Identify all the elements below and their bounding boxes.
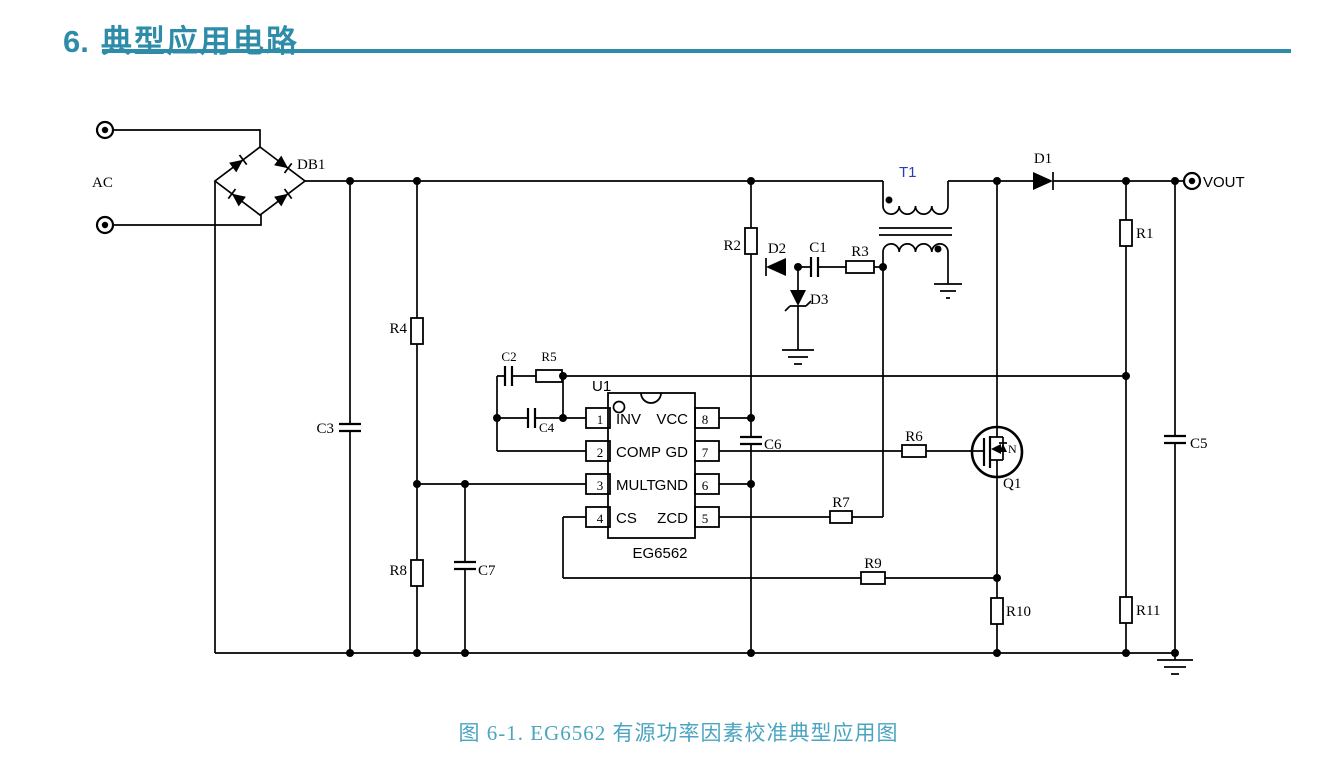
resistor-r6: R6 bbox=[901, 429, 927, 458]
capacitor-c4 bbox=[526, 408, 537, 428]
c7-label: C7 bbox=[478, 563, 496, 579]
pin-name-inv: INV bbox=[616, 411, 641, 428]
transformer-t1: T1 bbox=[879, 164, 962, 299]
ac-terminal-bottom bbox=[95, 215, 115, 235]
resistor-r11: R11 bbox=[1119, 596, 1160, 624]
pin-num-8: 8 bbox=[702, 412, 709, 427]
db1-label: DB1 bbox=[297, 157, 325, 173]
pin-num-7: 7 bbox=[702, 445, 709, 460]
t1-label: T1 bbox=[899, 164, 917, 181]
bridge-rectifier-db1: DB1 bbox=[213, 145, 325, 217]
pin-name-gnd: GND bbox=[655, 477, 689, 494]
diode-d2: D2 bbox=[765, 241, 786, 276]
section-title: 典型应用电路 bbox=[100, 24, 299, 59]
pin-num-3: 3 bbox=[597, 478, 604, 493]
d1-label: D1 bbox=[1034, 151, 1052, 167]
r2-label: R2 bbox=[723, 238, 741, 254]
resistor-r4: R4 bbox=[389, 317, 424, 345]
pin-num-1: 1 bbox=[597, 412, 604, 427]
r3-label: R3 bbox=[851, 244, 869, 260]
ic-notch bbox=[640, 392, 662, 404]
c4-label: C4 bbox=[539, 420, 555, 435]
ic-u1: U1 EG6562 1 2 3 4 8 7 6 5 INV COMP MULT … bbox=[585, 378, 720, 562]
r11-label: R11 bbox=[1136, 603, 1160, 619]
ac-input: AC bbox=[92, 120, 115, 235]
resistor-r8: R8 bbox=[389, 559, 424, 587]
diode-d1: D1 bbox=[1033, 151, 1054, 190]
compensation-network: C2 R5 C4 bbox=[501, 349, 563, 435]
pin-num-2: 2 bbox=[597, 445, 604, 460]
section-number: 6. bbox=[63, 24, 89, 59]
capacitor-c2 bbox=[503, 366, 514, 386]
pin-num-5: 5 bbox=[702, 511, 709, 526]
r6-label: R6 bbox=[905, 429, 923, 445]
t1-aux-phase-dot bbox=[934, 245, 942, 253]
capacitor-c1: C1 bbox=[809, 240, 827, 277]
heading-underline bbox=[102, 49, 1291, 53]
resistor-r2: R2 bbox=[723, 227, 758, 255]
u1-refdes: U1 bbox=[592, 378, 611, 395]
t1-core bbox=[879, 227, 952, 236]
r8-label: R8 bbox=[389, 563, 407, 579]
capacitor-c7: C7 bbox=[454, 560, 496, 579]
u1-part-label: EG6562 bbox=[632, 545, 687, 562]
resistor-r9: R9 bbox=[860, 556, 886, 585]
vout-terminal: VOUT bbox=[1182, 171, 1245, 191]
pin-name-vcc: VCC bbox=[656, 411, 688, 428]
pin-num-6: 6 bbox=[702, 478, 709, 493]
junction-dots bbox=[346, 177, 1179, 657]
mosfet-q1: N Q1 bbox=[970, 425, 1024, 492]
capacitor-c6: C6 bbox=[740, 435, 782, 453]
r9-label: R9 bbox=[864, 556, 882, 572]
d3-label: D3 bbox=[810, 292, 828, 308]
ac-label: AC bbox=[92, 175, 113, 191]
figure-caption: 图 6-1. EG6562 有源功率因素校准典型应用图 bbox=[458, 721, 899, 745]
pin-name-mult: MULT bbox=[616, 477, 656, 494]
wires bbox=[114, 129, 1184, 660]
resistor-r7: R7 bbox=[829, 495, 853, 524]
r7-label: R7 bbox=[832, 495, 850, 511]
d2-label: D2 bbox=[768, 241, 786, 257]
capacitor-c3: C3 bbox=[316, 421, 361, 437]
pin-name-cs: CS bbox=[616, 510, 637, 527]
ic-body bbox=[607, 392, 696, 539]
r1-label: R1 bbox=[1136, 226, 1154, 242]
resistor-r1: R1 bbox=[1119, 219, 1154, 247]
vout-label: VOUT bbox=[1203, 174, 1245, 191]
resistor-r3: R3 bbox=[845, 244, 875, 274]
pin-name-comp: COMP bbox=[616, 444, 661, 461]
c2-label: C2 bbox=[501, 349, 516, 364]
capacitor-c5: C5 bbox=[1164, 434, 1208, 452]
r4-label: R4 bbox=[389, 321, 407, 337]
resistor-r10: R10 bbox=[990, 597, 1031, 625]
q1-label: Q1 bbox=[1003, 476, 1021, 492]
t1-ground-icon bbox=[934, 283, 962, 299]
r5-label: R5 bbox=[541, 349, 556, 364]
c3-label: C3 bbox=[316, 421, 334, 437]
zener-d3: D3 bbox=[782, 290, 828, 365]
r10-label: R10 bbox=[1006, 604, 1031, 620]
q1-body-arrow bbox=[991, 444, 1001, 454]
d3-ground-icon bbox=[782, 349, 814, 365]
t1-primary-phase-dot bbox=[885, 196, 893, 204]
pin-name-zcd: ZCD bbox=[657, 510, 688, 527]
c6-label: C6 bbox=[764, 437, 782, 453]
q1-channel-label: N bbox=[1008, 442, 1017, 456]
pin-name-gd: GD bbox=[666, 444, 689, 461]
section-heading: 6. 典型应用电路 bbox=[63, 16, 299, 61]
pin-num-4: 4 bbox=[597, 511, 604, 526]
resistor-r5 bbox=[535, 369, 563, 383]
pin1-marker-icon bbox=[612, 400, 626, 414]
c1-label: C1 bbox=[809, 240, 827, 256]
c5-label: C5 bbox=[1190, 436, 1208, 452]
q1-body-diode bbox=[999, 444, 1007, 452]
ac-terminal-top bbox=[95, 120, 115, 140]
main-ground-icon bbox=[1157, 659, 1193, 675]
